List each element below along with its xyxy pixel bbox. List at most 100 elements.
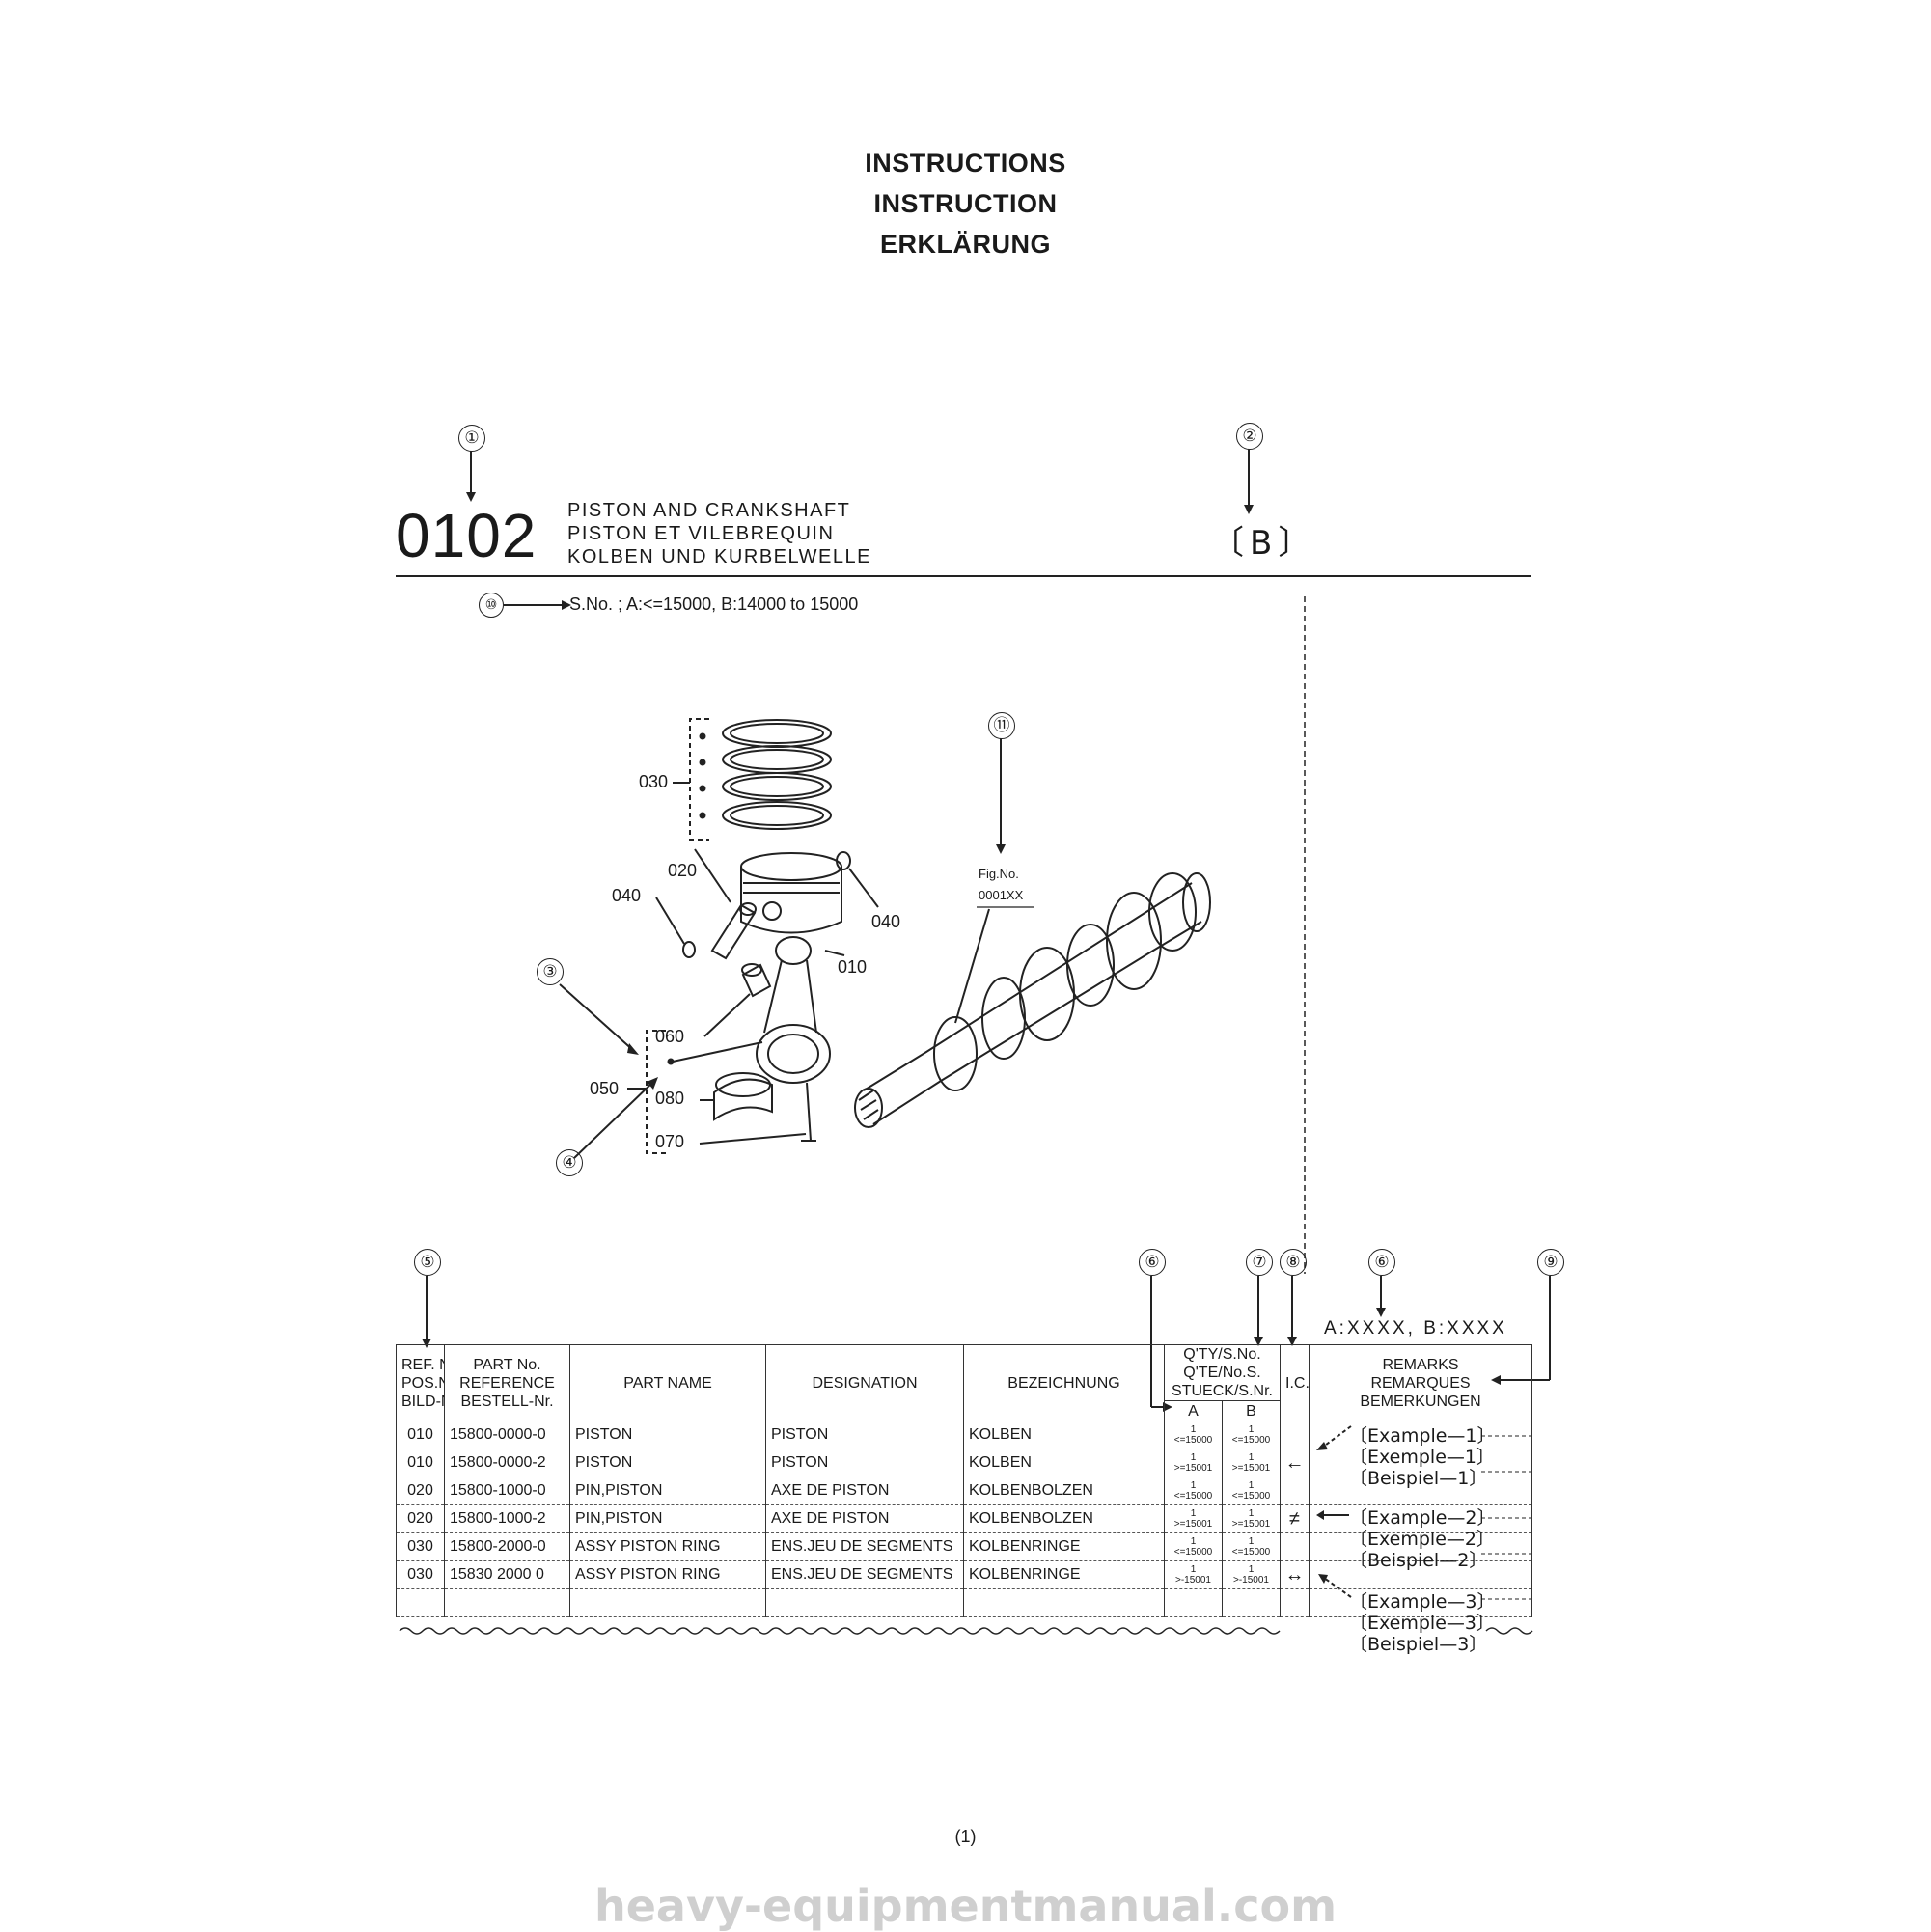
qty-b-cell: 1>=15001 (1222, 1449, 1281, 1477)
empty-cell (444, 1588, 570, 1617)
ic-cell: ↔ (1280, 1560, 1310, 1589)
qty-b-cell: 1<=15000 (1222, 1532, 1281, 1561)
callout-6-left: ⑥ (1139, 1249, 1166, 1276)
empty-cell (765, 1588, 964, 1617)
ic-cell (1280, 1532, 1310, 1561)
callout-10: ⑩ (479, 593, 504, 618)
part-no-cell: 15800-0000-2 (444, 1449, 570, 1477)
designation-cell: PISTON (765, 1449, 964, 1477)
part-no-cell: 15800-1000-0 (444, 1477, 570, 1505)
remark-example-1-fr: 〔Exemple—1〕 (1349, 1447, 1495, 1468)
ref-cell: 020 (396, 1504, 445, 1533)
title-instruction-fr: INSTRUCTION (873, 189, 1058, 218)
label-040-right: 040 (871, 912, 901, 931)
model-code: 〔B〕 (1211, 524, 1317, 563)
bezeichnung-cell: KOLBEN (963, 1421, 1165, 1449)
part-name-cell: PISTON (569, 1449, 766, 1477)
header-part-name: PART NAME (569, 1344, 766, 1421)
remark-example-3-fr: 〔Exemple—3〕 (1349, 1613, 1495, 1634)
empty-cell (569, 1588, 766, 1617)
section-name-en: PISTON AND CRANKSHAFT (567, 500, 851, 521)
remark-example-3-de: 〔Beispiel—3〕 (1349, 1634, 1488, 1655)
empty-cell (1164, 1588, 1223, 1617)
ic-cell: ≠ (1280, 1504, 1310, 1533)
part-name-cell: PIN,PISTON (569, 1477, 766, 1505)
remark-example-2-de: 〔Beispiel—2〕 (1349, 1550, 1488, 1571)
section-rule (396, 575, 1531, 577)
label-060: 060 (655, 1027, 685, 1046)
part-name-cell: PISTON (569, 1421, 766, 1449)
remark-example-3-en: 〔Example—3〕 (1349, 1591, 1496, 1613)
ref-cell: 010 (396, 1421, 445, 1449)
remark-example-2-en: 〔Example—2〕 (1349, 1507, 1496, 1529)
label-080: 080 (655, 1089, 685, 1108)
part-no-cell: 15800-1000-2 (444, 1504, 570, 1533)
qty-a-cell: 1>-15001 (1164, 1560, 1223, 1589)
ref-cell: 020 (396, 1477, 445, 1505)
designation-cell: AXE DE PISTON (765, 1477, 964, 1505)
empty-cell (1280, 1588, 1310, 1617)
label-030: 030 (639, 772, 669, 791)
label-020: 020 (668, 861, 698, 880)
ic-cell (1280, 1421, 1310, 1449)
header-bezeichnung: BEZEICHNUNG (963, 1344, 1165, 1421)
header-designation: DESIGNATION (765, 1344, 964, 1421)
part-name-cell: ASSY PISTON RING (569, 1532, 766, 1561)
qty-b-cell: 1>=15001 (1222, 1504, 1281, 1533)
remark-example-1-en: 〔Example—1〕 (1349, 1425, 1496, 1447)
ic-cell (1280, 1477, 1310, 1505)
page-number: (1) (954, 1827, 977, 1846)
bezeichnung-cell: KOLBENBOLZEN (963, 1477, 1165, 1505)
callout-4: ④ (556, 1149, 583, 1176)
title-instructions-en: INSTRUCTIONS (865, 149, 1066, 178)
qty-b-cell: 1<=15000 (1222, 1421, 1281, 1449)
empty-cell (1222, 1588, 1281, 1617)
ref-cell: 030 (396, 1532, 445, 1561)
part-name-cell: ASSY PISTON RING (569, 1560, 766, 1589)
part-name-cell: PIN,PISTON (569, 1504, 766, 1533)
qty-b-cell: 1>-15001 (1222, 1560, 1281, 1589)
part-no-cell: 15830 2000 0 (444, 1560, 570, 1589)
fig-no-value: 0001XX (979, 888, 1024, 902)
remark-example-1-de: 〔Beispiel—1〕 (1349, 1468, 1488, 1489)
label-070: 070 (655, 1132, 685, 1151)
label-010: 010 (838, 957, 868, 977)
ref-cell: 030 (396, 1560, 445, 1589)
label-040-left: 040 (612, 886, 642, 905)
qty-b-cell: 1<=15000 (1222, 1477, 1281, 1505)
header-qty: Q'TY/S.No.Q'TE/No.S.STUECK/S.Nr. (1164, 1344, 1281, 1401)
qty-a-cell: 1<=15000 (1164, 1477, 1223, 1505)
ref-cell: 010 (396, 1449, 445, 1477)
header-ref-no: REF. No.POS.No.BILD-Nr. (396, 1344, 445, 1421)
serial-number-note: S.No. ; A:<=15000, B:14000 to 15000 (569, 594, 859, 614)
remark-example-2-fr: 〔Exemple—2〕 (1349, 1529, 1495, 1550)
designation-cell: PISTON (765, 1421, 964, 1449)
header-qty-b: B (1222, 1400, 1281, 1421)
callout-8: ⑧ (1280, 1249, 1307, 1276)
empty-cell (1309, 1588, 1532, 1617)
section-name-de: KOLBEN UND KURBELWELLE (567, 546, 871, 567)
bezeichnung-cell: KOLBENRINGE (963, 1560, 1165, 1589)
remarks-serial-note: A:XXXX, B:XXXX (1324, 1318, 1507, 1339)
bezeichnung-cell: KOLBENRINGE (963, 1532, 1165, 1561)
qty-a-cell: 1<=15000 (1164, 1421, 1223, 1449)
qty-a-cell: 1<=15000 (1164, 1532, 1223, 1561)
qty-a-cell: 1>=15001 (1164, 1504, 1223, 1533)
table-row-empty (396, 1588, 1532, 1617)
designation-cell: ENS.JEU DE SEGMENTS (765, 1532, 964, 1561)
section-number: 0102 (396, 501, 538, 570)
designation-cell: ENS.JEU DE SEGMENTS (765, 1560, 964, 1589)
remarks-cell (1309, 1532, 1532, 1561)
header-qty-a: A (1164, 1400, 1223, 1421)
bezeichnung-cell: KOLBEN (963, 1449, 1165, 1477)
callout-5: ⑤ (414, 1249, 441, 1276)
title-erklarung-de: ERKLÄRUNG (880, 230, 1051, 259)
callout-7: ⑦ (1246, 1249, 1273, 1276)
